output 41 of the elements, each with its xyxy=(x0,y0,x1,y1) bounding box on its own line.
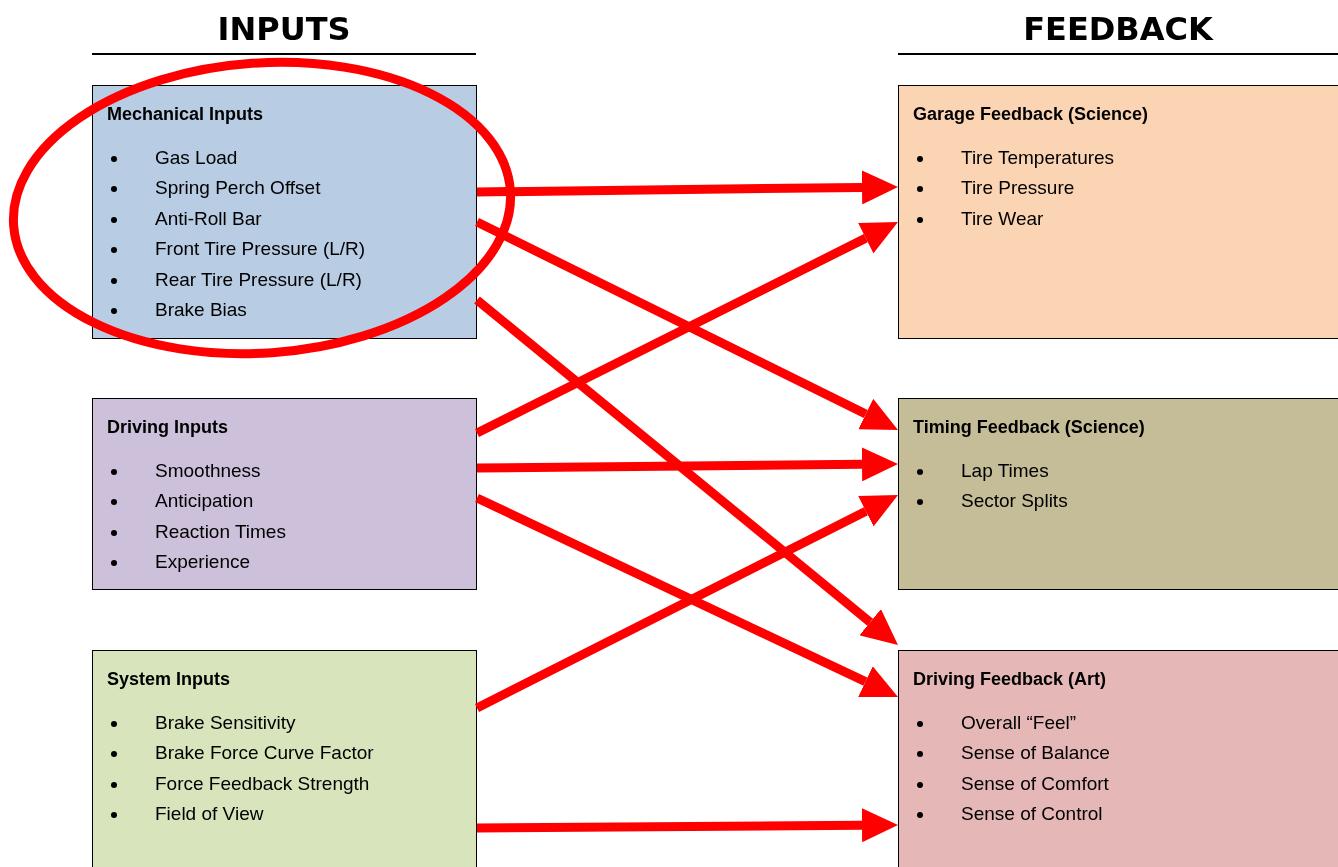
bullet-item: Rear Tire Pressure (L/R) xyxy=(155,268,362,291)
category-box xyxy=(898,650,1338,867)
bullet-item: Lap Times xyxy=(961,460,1049,482)
bullet-item: Reaction Times xyxy=(155,520,286,543)
bullet-item: Experience xyxy=(155,551,251,574)
bullet-item: Sector Splits xyxy=(961,490,1068,513)
box-heading: Driving Inputs xyxy=(107,417,228,438)
box-heading: Garage Feedback (Science) xyxy=(913,104,1149,125)
bullet-item: Field of View xyxy=(155,803,264,826)
bullet-item: Tire Pressure xyxy=(961,177,1075,200)
bullet-item: Spring Perch Offset xyxy=(155,177,321,200)
arrow xyxy=(476,447,898,482)
box-heading: Mechanical Inputs xyxy=(107,104,264,125)
bullet-item: Brake Force Curve Factor xyxy=(155,742,374,765)
category-box xyxy=(898,398,1338,590)
arrow xyxy=(474,296,898,645)
bullet-item: Tire Temperatures xyxy=(961,147,1115,169)
bullet-item: Sense of Comfort xyxy=(961,772,1109,795)
bullet-item: Overall “Feel” xyxy=(961,712,1077,734)
box-heading: Timing Feedback (Science) xyxy=(913,417,1145,438)
bullet-item: Tire Wear xyxy=(961,207,1044,230)
bullet-item: Anti-Roll Bar xyxy=(155,207,262,230)
box-heading: Driving Feedback (Art) xyxy=(913,669,1107,690)
bullet-item: Anticipation xyxy=(155,490,254,513)
bullet-item: Brake Sensitivity xyxy=(155,712,296,734)
bullet-item: Gas Load xyxy=(155,147,238,169)
bullet-item: Force Feedback Strength xyxy=(155,772,370,795)
bullet-item: Front Tire Pressure (L/R) xyxy=(155,238,366,261)
category-box xyxy=(898,85,1338,339)
column-heading: FEEDBACK xyxy=(1022,10,1215,48)
category-box xyxy=(92,650,477,867)
category-box xyxy=(92,85,477,339)
category-box xyxy=(92,398,477,590)
bullet-item: Sense of Balance xyxy=(961,742,1110,765)
bullet-item: Brake Bias xyxy=(155,299,247,321)
arrow xyxy=(476,808,898,843)
bullet-item: Sense of Control xyxy=(961,803,1103,826)
bullet-item: Smoothness xyxy=(155,460,261,482)
arrow xyxy=(476,170,898,205)
column-heading: INPUTS xyxy=(216,10,352,48)
box-heading: System Inputs xyxy=(107,669,231,690)
